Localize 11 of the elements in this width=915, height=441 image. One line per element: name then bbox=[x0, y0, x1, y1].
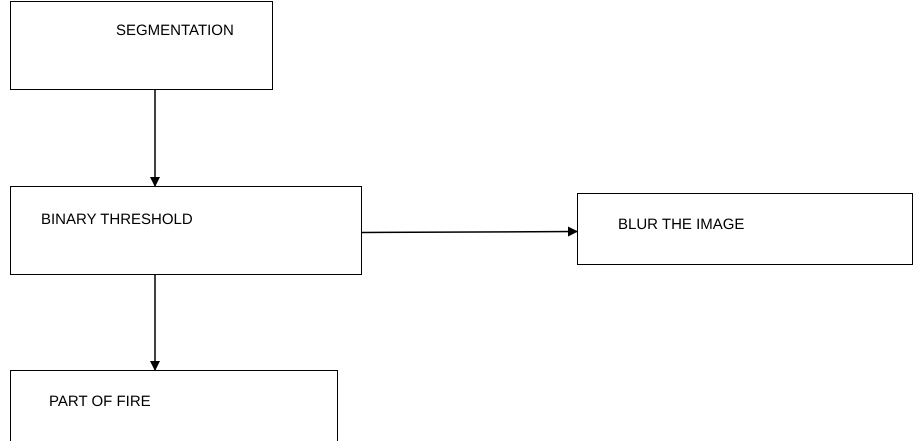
box-label: SEGMENTATION bbox=[116, 21, 234, 41]
arrow bbox=[362, 226, 578, 237]
process-box bbox=[10, 370, 338, 441]
arrow bbox=[150, 275, 160, 371]
box-label: BLUR THE IMAGE bbox=[618, 215, 744, 235]
process-box bbox=[10, 1, 273, 90]
box-label: BINARY THRESHOLD bbox=[41, 210, 193, 230]
process-box bbox=[577, 193, 913, 265]
box-label: PART OF FIRE bbox=[49, 392, 151, 412]
process-box bbox=[10, 186, 362, 275]
arrow bbox=[150, 90, 160, 187]
